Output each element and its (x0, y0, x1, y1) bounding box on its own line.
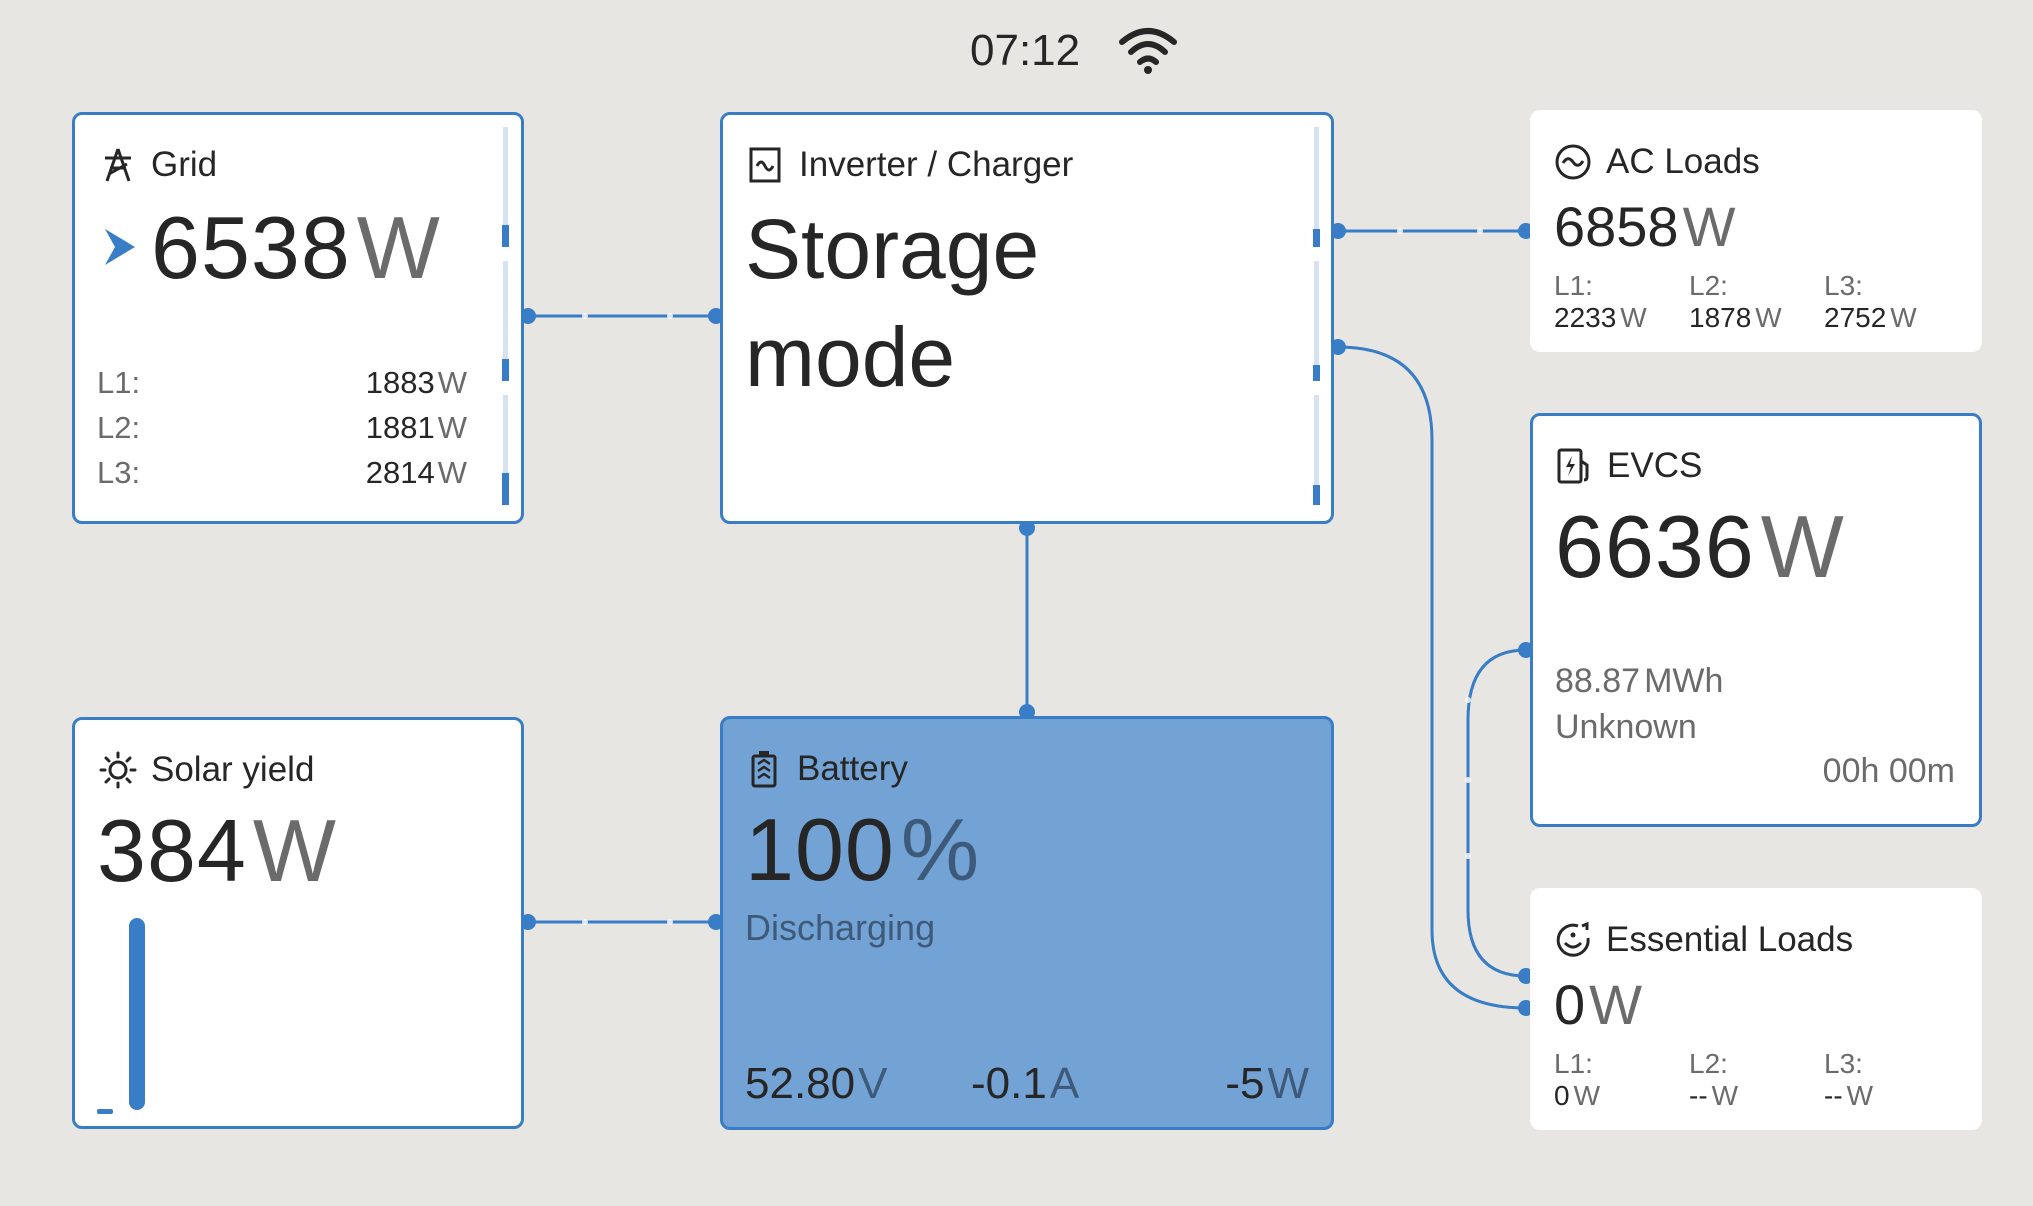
phase-value: --W (1689, 1080, 1739, 1111)
grid-l3-bar-track (503, 395, 508, 505)
ac-wave-icon (1555, 144, 1591, 180)
wifi-icon[interactable] (1118, 24, 1178, 76)
inverter-bar-track-3 (1314, 395, 1319, 505)
inverter-mode: Storage mode (745, 202, 1040, 404)
grid-phase-row: L2: 1881W (97, 410, 467, 455)
solar-level-bar (129, 918, 145, 1110)
battery-current: -0.1A (971, 1059, 1080, 1108)
inverter-card[interactable]: Inverter / Charger Storage mode (720, 112, 1334, 524)
essential-loads-icon (1556, 921, 1590, 957)
inverter-bar-fill-1 (1313, 229, 1320, 247)
ac-loads-title: AC Loads (1606, 142, 1760, 181)
evcs-status: Unknown (1555, 708, 1697, 746)
phase-label: L3: (1824, 270, 1863, 301)
battery-card[interactable]: Battery 100% Discharging 52.80V -0.1A -5… (720, 716, 1334, 1130)
phase-label: L2: (97, 410, 141, 445)
evcs-power: 6636W (1555, 497, 1845, 596)
evcs-duration: 00h 00m (1822, 752, 1955, 790)
grid-card[interactable]: Grid 6538W L1: 1883W L2: 1881W L3: 2814W (72, 112, 524, 524)
battery-title: Battery (797, 749, 908, 788)
evcs-title: EVCS (1607, 446, 1703, 485)
grid-power: 6538W (151, 198, 441, 297)
ev-charger-icon (1557, 448, 1589, 484)
phase-value: --W (1824, 1080, 1874, 1111)
phase-label: L1: (1554, 1048, 1593, 1079)
phase-label: L3: (97, 455, 141, 490)
phase-col: L2: --W (1689, 1048, 1824, 1112)
clock: 07:12 (970, 26, 1081, 75)
battery-power: -5W (1225, 1059, 1309, 1108)
grid-l2-bar-track (503, 261, 508, 381)
battery-icon (751, 751, 777, 788)
battery-soc: 100% (745, 800, 981, 899)
essential-loads-power: 0W (1554, 973, 1643, 1036)
solar-title: Solar yield (151, 750, 315, 789)
phase-label: L1: (1554, 270, 1593, 301)
grid-l1-bar-fill (502, 225, 509, 247)
phase-value: 1883W (365, 365, 467, 400)
grid-l1-bar-track (503, 127, 508, 247)
sun-icon (99, 751, 137, 789)
phase-label: L2: (1689, 270, 1728, 301)
grid-phase-row: L1: 1883W (97, 365, 467, 410)
ac-loads-power: 6858W (1554, 195, 1736, 258)
grid-l3-bar-fill (502, 473, 509, 505)
status-bar: 07:12 (0, 22, 2033, 82)
battery-state: Discharging (745, 907, 936, 948)
inverter-bar-fill-2 (1313, 365, 1320, 381)
phase-label: L1: (97, 365, 141, 400)
phase-col: L3: --W (1824, 1048, 1959, 1112)
essential-loads-title: Essential Loads (1606, 920, 1854, 959)
inverter-title: Inverter / Charger (799, 145, 1074, 184)
phase-value: 2814W (365, 455, 467, 490)
solar-card[interactable]: Solar yield 384W (72, 717, 524, 1129)
grid-phase-row: L3: 2814W (97, 455, 467, 500)
inverter-bar-track-1 (1314, 127, 1319, 247)
arrow-right-icon (105, 229, 135, 265)
battery-voltage: 52.80V (745, 1059, 888, 1108)
evcs-essential-line (1466, 648, 1527, 978)
solar-power: 384W (97, 801, 337, 900)
grid-tower-icon (105, 148, 131, 182)
inverter-essential-line (1337, 345, 1527, 1010)
inverter-icon (749, 147, 781, 183)
phase-value: 1881W (365, 410, 467, 445)
phase-label: L2: (1689, 1048, 1728, 1079)
inverter-bar-fill-3 (1313, 485, 1320, 505)
grid-phase-list: L1: 1883W L2: 1881W L3: 2814W (97, 365, 467, 500)
phase-label: L3: (1824, 1048, 1863, 1079)
solar-bar-baseline (97, 1109, 113, 1114)
inverter-bar-track-2 (1314, 261, 1319, 381)
grid-title: Grid (151, 145, 218, 184)
grid-l2-bar-fill (502, 359, 509, 381)
